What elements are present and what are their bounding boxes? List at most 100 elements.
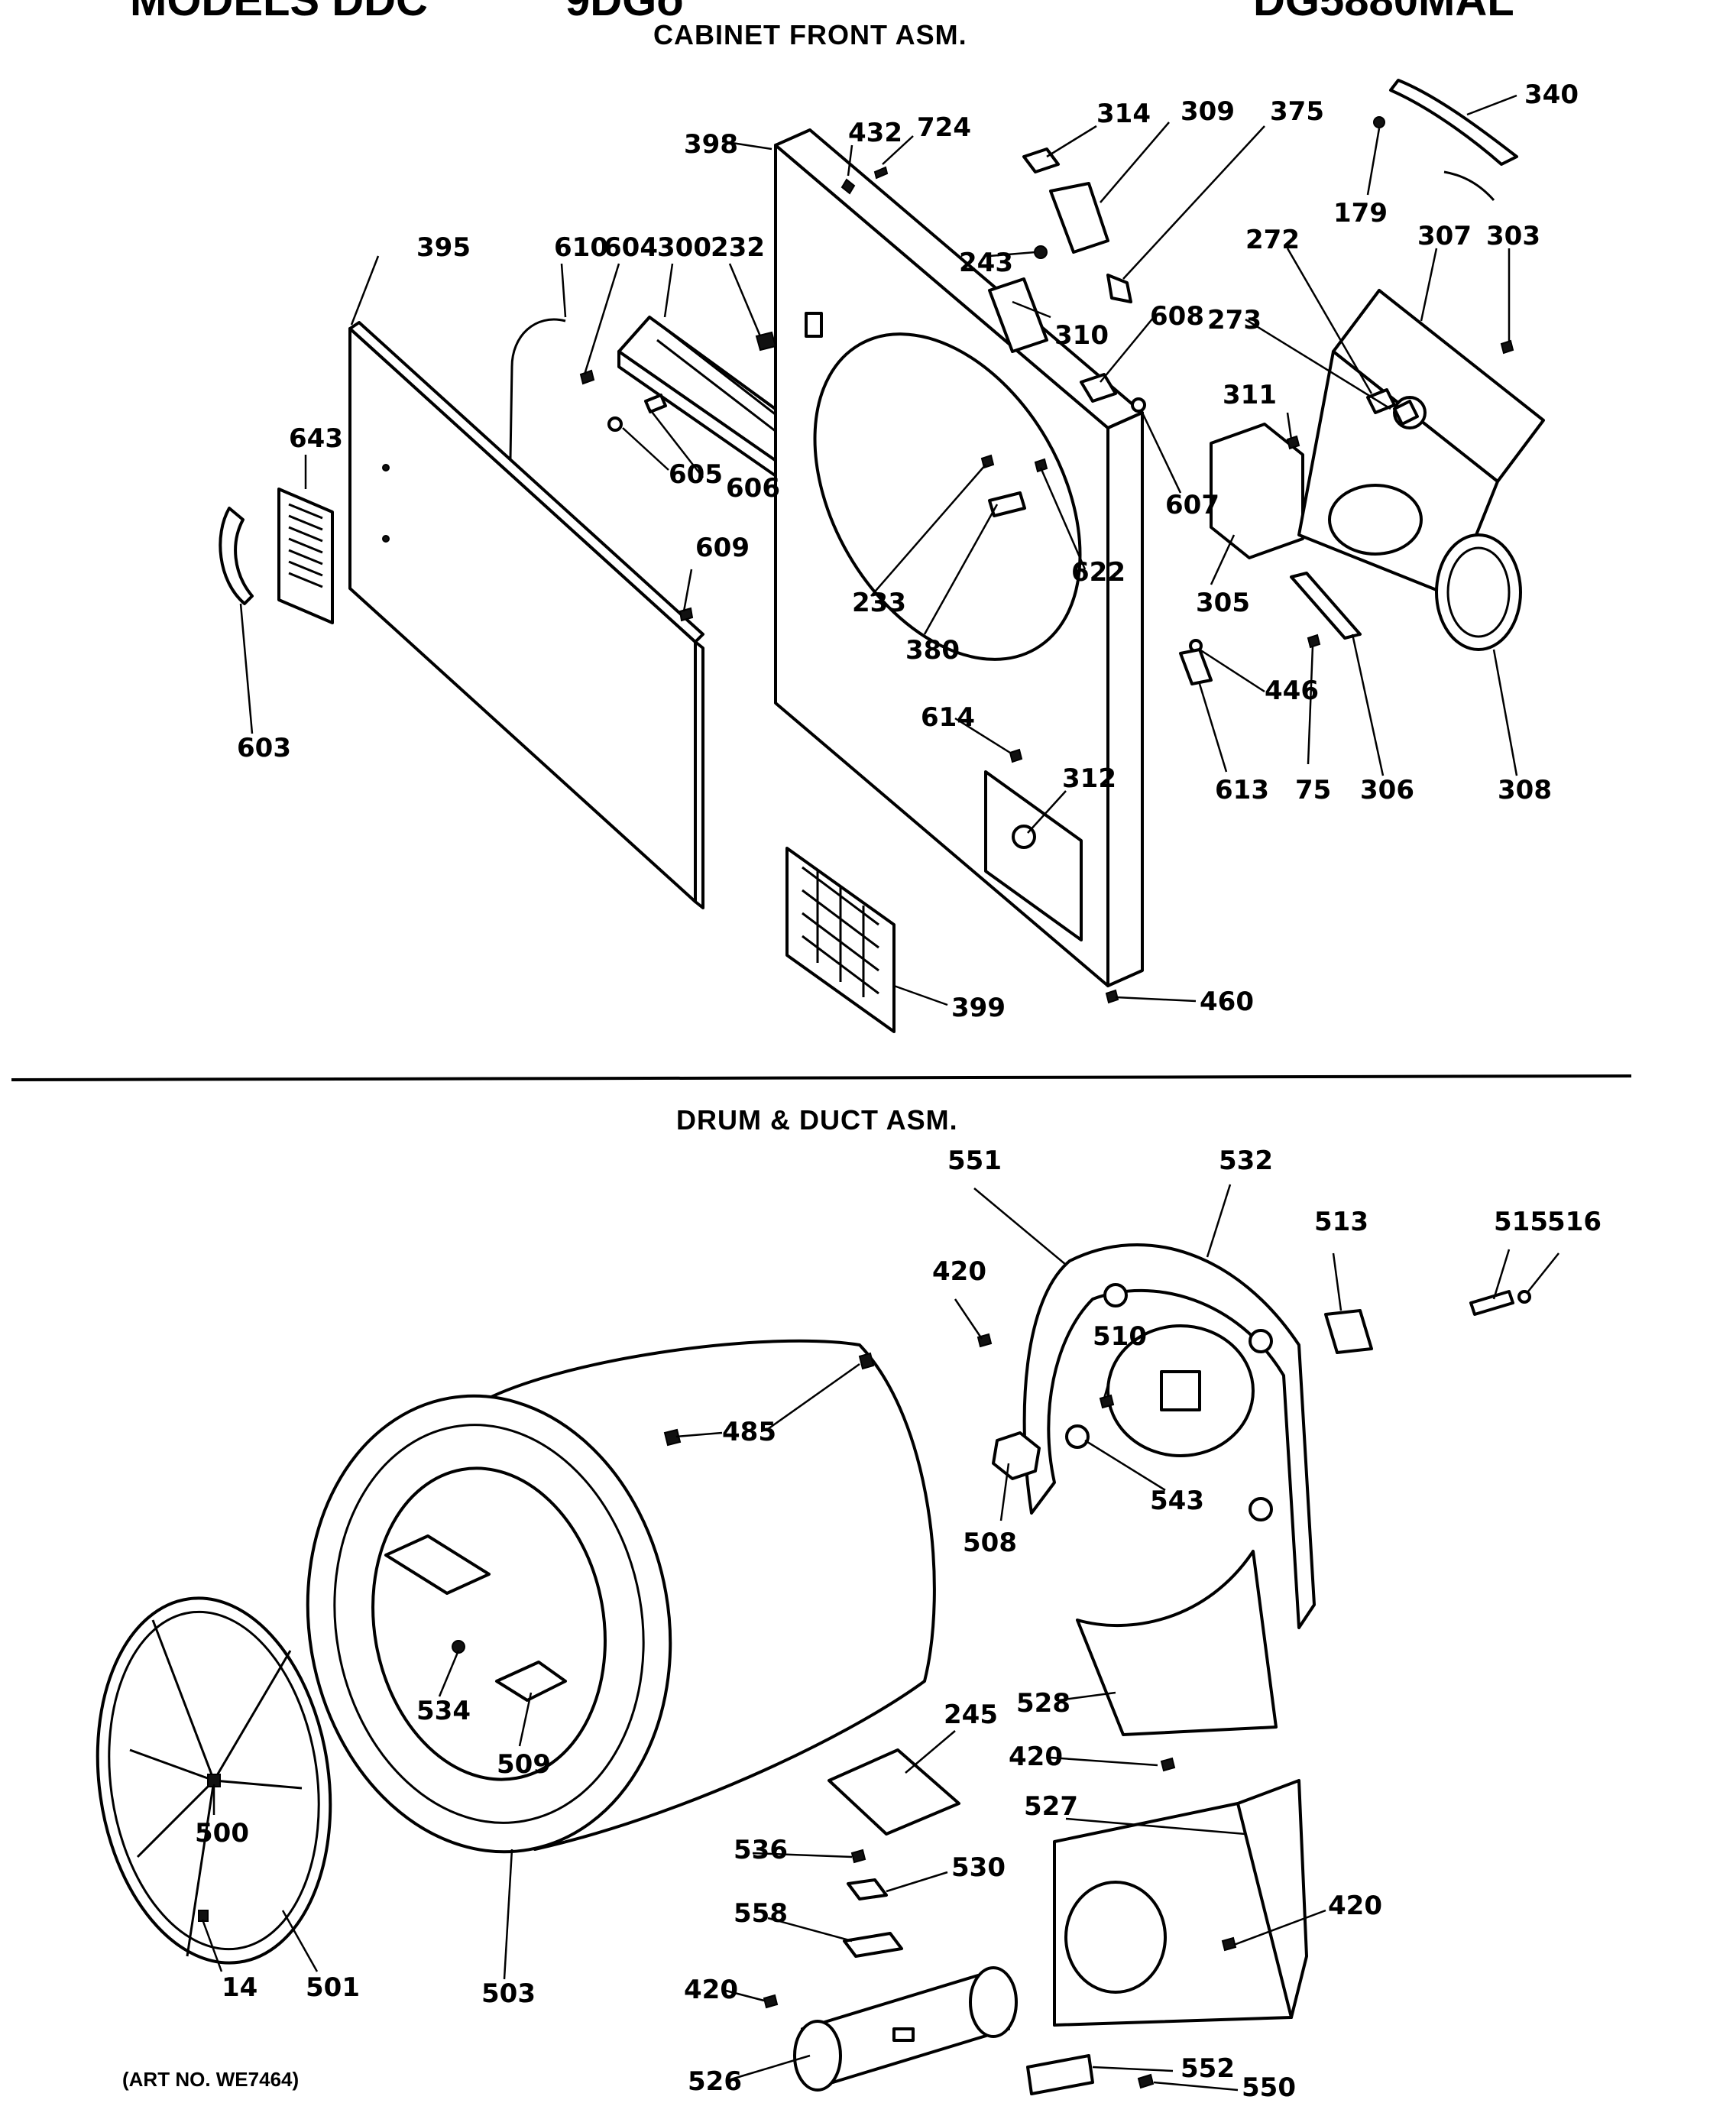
callout-608: 608: [1150, 301, 1204, 332]
callout-312: 312: [1062, 763, 1116, 794]
part-311-nut: [1286, 435, 1300, 450]
callout-398: 398: [684, 129, 738, 160]
callout-395: 395: [416, 232, 471, 263]
callout-309: 309: [1181, 96, 1235, 127]
part-643-grille: [277, 488, 334, 624]
callout-272: 272: [1245, 225, 1300, 255]
callout-607: 607: [1165, 490, 1219, 520]
part-340-filter-guide: [1389, 79, 1518, 166]
part-558-bracket: [843, 1932, 903, 1958]
art-number: (ART NO. WE7464): [122, 2068, 299, 2091]
callout-232: 232: [711, 232, 765, 263]
part-375-actuator: [1106, 274, 1132, 303]
callout-558: 558: [734, 1898, 788, 1929]
part-485-screw: [663, 1428, 682, 1447]
header-model-mid: 9DGo: [565, 0, 684, 25]
callout-340: 340: [1524, 79, 1579, 110]
callout-179: 179: [1333, 198, 1388, 228]
part-622-screw: [1034, 458, 1048, 473]
part-613-hinge: [1179, 648, 1213, 685]
part-527-heater-duct: [1053, 1779, 1308, 2027]
callout-613: 613: [1215, 775, 1269, 805]
part-305-control-box: [1210, 423, 1304, 559]
callout-515: 515: [1494, 1207, 1548, 1237]
part-608-thermostat: [1080, 373, 1117, 403]
callout-75: 75: [1295, 775, 1331, 805]
part-614-screw: [1009, 748, 1023, 763]
callout-503: 503: [481, 1978, 536, 2009]
part-552-terminal-block: [1026, 2054, 1094, 2095]
part-14-clip: [198, 1910, 209, 1922]
callout-532: 532: [1219, 1145, 1273, 1176]
callout-724: 724: [917, 112, 971, 143]
callout-614: 614: [921, 702, 975, 733]
part-398-front-panel: [774, 128, 1144, 987]
drum-duct-leaders: [201, 1184, 1559, 2092]
callout-303: 303: [1486, 221, 1540, 251]
callout-306: 306: [1360, 775, 1414, 805]
callout-432: 432: [848, 118, 902, 148]
part-460-screw: [1105, 989, 1119, 1004]
callout-305: 305: [1196, 588, 1250, 618]
callout-527: 527: [1024, 1791, 1078, 1822]
callout-308: 308: [1498, 775, 1552, 805]
callout-606: 606: [726, 473, 780, 504]
part-530-thermostat: [847, 1878, 888, 1900]
callout-420-b: 420: [1009, 1742, 1063, 1772]
part-243-nut: [1034, 245, 1048, 259]
part-420-screw-d: [763, 1994, 779, 2009]
callout-610: 610: [554, 232, 608, 263]
part-395-door-panel: [348, 321, 704, 909]
part-309-switch: [1049, 182, 1109, 254]
callout-528: 528: [1016, 1688, 1070, 1719]
callout-622: 622: [1071, 557, 1125, 588]
callout-307: 307: [1417, 221, 1472, 251]
part-179-screw: [1373, 116, 1385, 128]
callout-536: 536: [734, 1835, 788, 1865]
callout-530: 530: [951, 1852, 1006, 1883]
part-500-rear-bulkhead: [96, 1596, 332, 1965]
callout-500: 500: [195, 1818, 249, 1849]
part-536-screw: [850, 1849, 866, 1864]
part-609-screw: [679, 607, 694, 622]
part-432-screw: [840, 178, 856, 195]
callout-420-a: 420: [932, 1256, 986, 1287]
callout-485: 485: [722, 1417, 776, 1447]
section-divider: [11, 1074, 1632, 1081]
cabinet-front-assembly: [219, 79, 1545, 1033]
part-610-wire: [509, 318, 566, 459]
part-508-roller: [992, 1431, 1041, 1480]
part-340-filter-arc: [1443, 170, 1495, 201]
part-543-shaft: [1065, 1424, 1090, 1449]
header-model-right: DG5880MAL: [1253, 0, 1514, 25]
part-503-drum: [306, 1339, 936, 1854]
callout-310: 310: [1054, 320, 1109, 351]
part-75-screw: [1307, 633, 1321, 649]
callout-513: 513: [1314, 1207, 1368, 1237]
part-245-heat-shield: [828, 1748, 960, 1836]
part-550-screw: [1137, 2073, 1155, 2089]
callout-420-c: 420: [1328, 1891, 1382, 1921]
callout-300: 300: [657, 232, 711, 263]
callout-543: 543: [1150, 1486, 1204, 1516]
callout-311: 311: [1223, 380, 1277, 410]
part-308-seal: [1435, 533, 1522, 651]
part-607-washer: [1131, 397, 1146, 413]
part-420-screw-b: [1160, 1757, 1176, 1772]
part-516-nut: [1517, 1290, 1531, 1304]
callout-550: 550: [1242, 2072, 1296, 2103]
callout-609: 609: [695, 533, 750, 563]
callout-375: 375: [1270, 96, 1324, 127]
part-532-rear-panel: [1022, 1243, 1316, 1629]
part-306-bracket: [1290, 572, 1362, 640]
part-303-screw: [1500, 339, 1514, 355]
callout-420-d: 420: [684, 1975, 738, 2005]
callout-508: 508: [963, 1528, 1017, 1558]
cabinet-front-leaders: [239, 94, 1518, 1006]
callout-380: 380: [905, 635, 960, 666]
callout-314: 314: [1096, 99, 1151, 129]
callout-516: 516: [1547, 1207, 1602, 1237]
part-485-screw-b: [858, 1352, 875, 1370]
drum-duct-callout-labels: 551 532 513 515 516 420 510 485 543 508 …: [195, 1145, 1602, 2103]
